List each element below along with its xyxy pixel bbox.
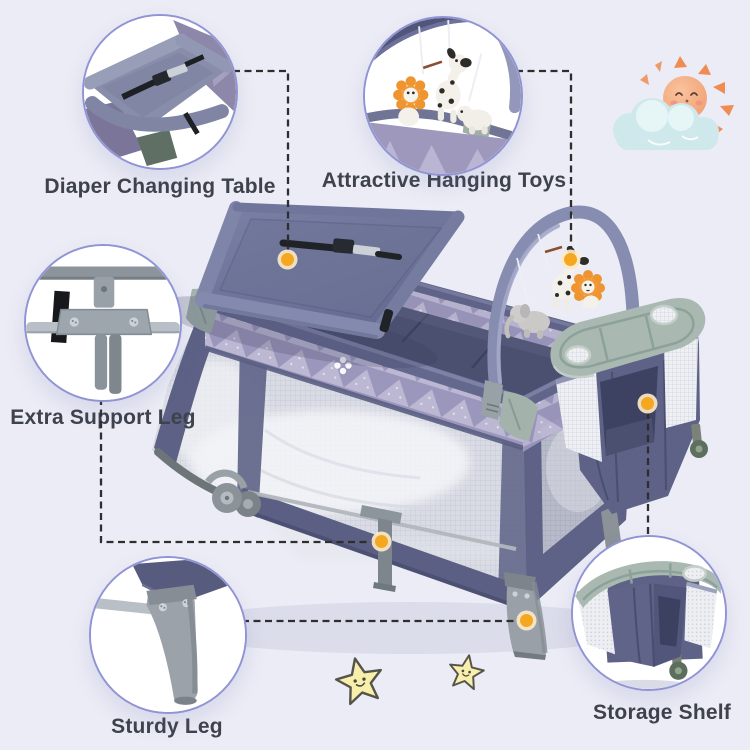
diaper-changing-table-part — [158, 201, 465, 368]
star-icon — [449, 654, 485, 691]
callout-label-diaper-changing-table: Diaper Changing Table — [44, 175, 276, 198]
hanging-toy-elephant — [504, 304, 550, 339]
hanging-toy-lion — [571, 270, 605, 309]
callout-label-sturdy-leg: Sturdy Leg — [111, 715, 223, 738]
callout-label-extra-support-leg: Extra Support Leg — [10, 406, 196, 429]
callout-circle-storage-shelf — [571, 535, 727, 691]
callout-circle-attractive-hanging-toys — [363, 16, 523, 176]
marker-dot-diaper-changing-table — [281, 253, 294, 266]
storage-shelf-part — [550, 297, 708, 514]
marker-dot-attractive-hanging-toys — [564, 253, 577, 266]
callout-circle-extra-support-leg — [24, 244, 182, 402]
callout-circle-diaper-changing-table — [82, 14, 238, 170]
marker-dot-sturdy-leg — [520, 614, 533, 627]
callout-circle-sturdy-leg — [89, 556, 247, 714]
marker-dot-extra-support-leg — [375, 535, 388, 548]
safety-strap — [279, 239, 339, 252]
marker-dot-storage-shelf — [641, 397, 654, 410]
callout-label-storage-shelf: Storage Shelf — [593, 701, 731, 724]
callout-label-attractive-hanging-toys: Attractive Hanging Toys — [321, 169, 567, 192]
brand-flower-icon — [334, 356, 352, 375]
star-icon — [334, 657, 382, 706]
sun-cloud-icon — [613, 56, 734, 150]
